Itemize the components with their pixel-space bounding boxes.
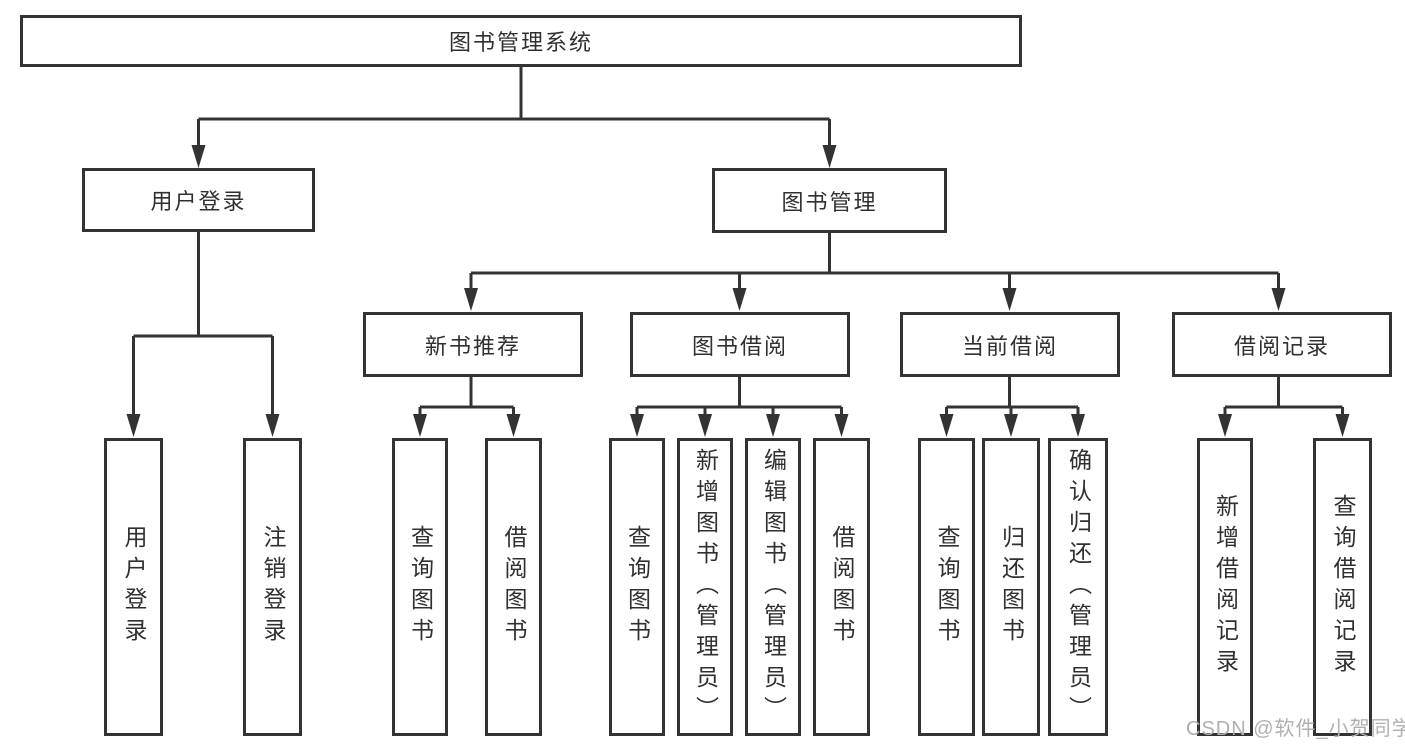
leaf-add-borrow-record: 新增借阅记录 [1197,438,1253,736]
leaf-borrow-book-label: 借阅图书 [829,525,855,649]
node-borrow-records: 借阅记录 [1172,312,1392,377]
node-book-borrow-label: 图书借阅 [691,333,788,359]
leaf-user-login-label: 用户登录 [121,525,147,649]
leaf-query-borrow-record-label: 查询借阅记录 [1330,494,1356,680]
leaf-query-book-borrow: 查询图书 [609,438,665,736]
node-user-login: 用户登录 [82,168,315,232]
connector-borrow-to-leaves [635,377,843,430]
leaf-edit-book-admin-label: 编辑图书（管理员） [760,447,787,727]
leaf-return-book-label: 归还图书 [998,525,1025,649]
leaf-edit-book-admin: 编辑图书（管理员） [745,438,801,736]
leaf-confirm-return-admin-label: 确认归还（管理员） [1065,447,1092,727]
node-book-management: 图书管理 [712,168,947,233]
node-current-borrow: 当前借阅 [900,312,1120,377]
connector-newrec-to-leaves [418,377,515,430]
connector-current-to-leaves [945,377,1080,430]
leaf-query-book-current: 查询图书 [918,438,975,736]
connector-userlogin-to-leaves [132,232,274,430]
connector-records-to-leaves [1223,377,1344,430]
leaf-add-book-admin: 新增图书（管理员） [677,438,733,736]
connector-root-to-level2 [197,67,831,160]
leaf-query-book-recommend-label: 查询图书 [407,525,434,649]
node-book-borrow: 图书借阅 [630,312,850,377]
csdn-watermark: CSDN @软件_小贺同学 [1186,718,1405,740]
leaf-logout-login-label: 注销登录 [260,525,286,649]
leaf-query-book-current-label: 查询图书 [934,525,960,649]
node-root-label: 图书管理系统 [448,30,593,55]
leaf-add-book-admin-label: 新增图书（管理员） [692,447,719,727]
node-current-borrow-label: 当前借阅 [961,333,1058,359]
connector-bookmgmt-to-level3 [469,233,1280,304]
node-new-book-recommend: 新书推荐 [363,312,583,377]
node-borrow-records-label: 借阅记录 [1233,333,1330,359]
leaf-borrow-book: 借阅图书 [813,438,870,736]
leaf-user-login: 用户登录 [104,438,163,736]
leaf-borrow-book-recommend: 借阅图书 [485,438,542,736]
leaf-logout-login: 注销登录 [243,438,302,736]
node-user-login-label: 用户登录 [150,189,247,214]
leaf-borrow-book-recommend-label: 借阅图书 [501,525,527,649]
leaf-confirm-return-admin: 确认归还（管理员） [1048,438,1108,736]
node-root: 图书管理系统 [20,15,1022,67]
node-new-book-recommend-label: 新书推荐 [424,333,521,359]
node-book-management-label: 图书管理 [781,189,878,215]
leaf-return-book: 归还图书 [982,438,1040,736]
leaf-query-borrow-record: 查询借阅记录 [1313,438,1372,736]
leaf-add-borrow-record-label: 新增借阅记录 [1212,494,1239,680]
leaf-query-book-recommend: 查询图书 [392,438,448,736]
leaf-query-book-borrow-label: 查询图书 [624,525,651,649]
